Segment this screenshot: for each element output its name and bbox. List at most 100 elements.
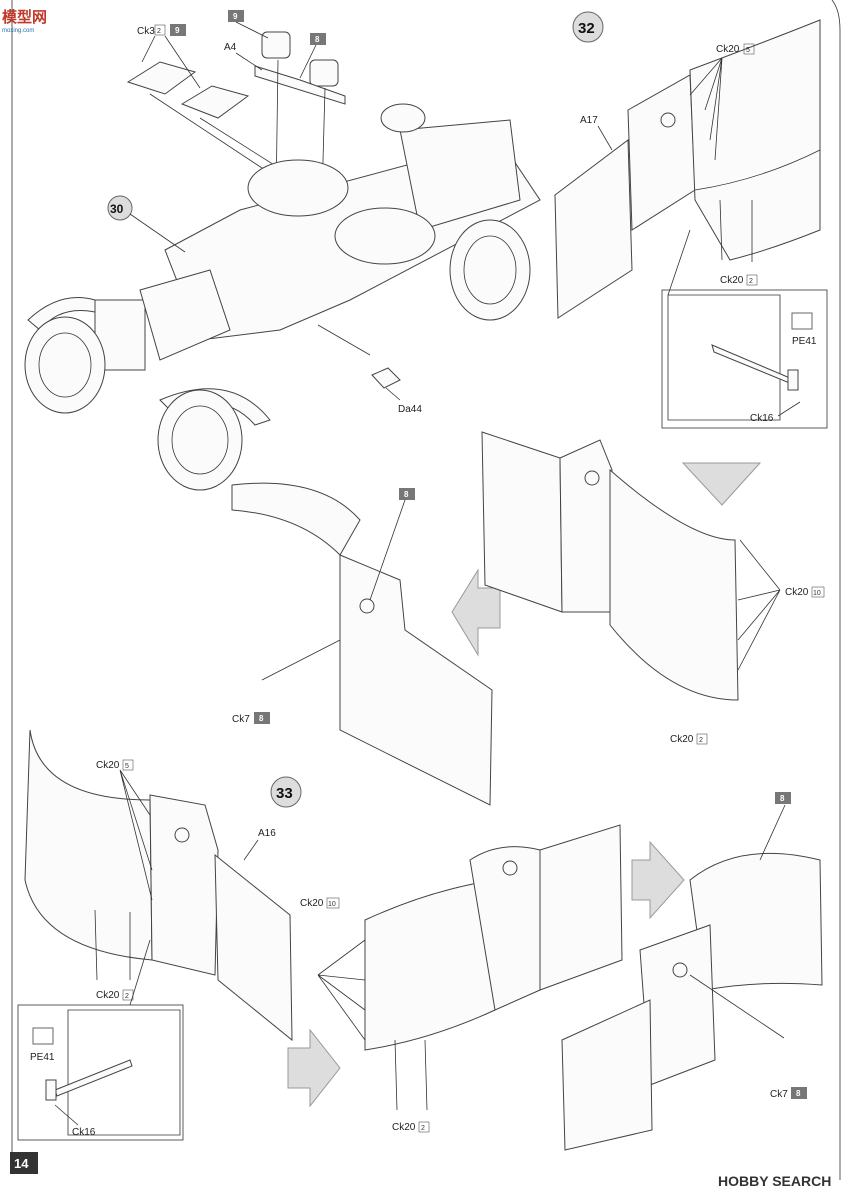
qty-ck3: 2 [157, 28, 161, 35]
step-30-assembly [24, 31, 541, 491]
panel-mid-flat [481, 431, 563, 613]
shell-33-middle [364, 879, 496, 1051]
paint-tag-seat [228, 10, 244, 22]
step-33-number: 33 [276, 785, 293, 802]
qty-box-33 [122, 759, 134, 771]
ck20-leads-33 [119, 769, 153, 901]
label-a17: A17 [580, 115, 598, 126]
paint-code-ck3: 9 [175, 26, 180, 35]
ck20-bottom-leads-32 [719, 199, 753, 262]
qty-mid: 10 [813, 590, 821, 597]
label-a16: A16 [258, 828, 276, 839]
label-pe41-33: PE41 [30, 1052, 55, 1063]
ck20-leads-32 [689, 57, 723, 161]
step-32-badge [572, 11, 604, 43]
step-32-assembly [554, 19, 821, 319]
label-ck20-33-middle-b: Ck20 [392, 1122, 416, 1133]
paint-tag-ck7-mid [254, 712, 270, 724]
hatch-33-right [672, 962, 688, 978]
page-number: 14 [14, 1156, 29, 1171]
paint-tag-33-right [775, 792, 791, 804]
pedal-label-lead [385, 387, 401, 401]
ck20-leads-mid [737, 539, 781, 671]
qty-box-32 [743, 43, 755, 55]
panel-33-middle [539, 824, 623, 991]
label-ck20-32: Ck20 [716, 44, 740, 55]
qty-box-mid [811, 586, 825, 598]
paint-code-seat: 9 [233, 12, 238, 21]
ck20-leads-33-middle [317, 939, 366, 1041]
step-32-number: 32 [578, 20, 595, 37]
label-ck20-mid-b: Ck20 [670, 734, 694, 745]
step-33-assembly [24, 729, 293, 1042]
paint-code-mid: 8 [404, 490, 409, 499]
pe41-bracket-32 [787, 369, 799, 391]
front-panel-33 [149, 794, 219, 976]
qty-box-mid-b [696, 733, 708, 745]
side-panel-a16 [214, 853, 293, 1042]
label-pe41-32: PE41 [792, 336, 817, 347]
hatch-32 [660, 112, 676, 128]
paint-code-ck7-mid: 8 [259, 714, 264, 723]
leads-left-mid [261, 499, 406, 681]
wheel-front-right-hub [171, 405, 229, 475]
logo-subtext: moxing.com [2, 28, 34, 34]
seat-pad-left [126, 61, 197, 95]
engine-block [139, 269, 231, 361]
hatch-33 [174, 827, 190, 843]
leads-33-right [689, 804, 786, 1039]
label-ck16-33: Ck16 [72, 1127, 96, 1138]
wheel-rear-right-hub [463, 235, 517, 305]
shell-seam-32 [694, 149, 821, 191]
wheel-front-right [157, 389, 243, 491]
label-ck16-32: Ck16 [750, 413, 774, 424]
qty-box-33-middle-b [418, 1121, 430, 1133]
front-panel-32 [627, 74, 696, 231]
arrow-right-upper [631, 840, 685, 920]
paint-tag-mid [399, 488, 415, 500]
label-a4: A4 [224, 42, 237, 53]
lead-lines-30 [149, 59, 326, 271]
detail-lead-33 [129, 939, 151, 1006]
photo-etch-icon-33 [32, 1027, 54, 1045]
a16-lead [243, 839, 259, 861]
back-tag-lead [299, 44, 317, 79]
arrow-down [681, 462, 762, 506]
ck16-lead-32 [777, 401, 801, 417]
a4-lead [235, 52, 263, 71]
panel-mid-front [559, 439, 613, 613]
qty-33-middle: 10 [328, 901, 336, 908]
seat-back-left [261, 31, 291, 59]
turntable-disc-front [247, 159, 349, 217]
paint-tag-ck7-33 [791, 1087, 807, 1099]
paint-tag-back [310, 33, 326, 45]
label-ck7-33: Ck7 [770, 1089, 788, 1100]
label-ck20-33: Ck20 [96, 760, 120, 771]
turntable-disc-rear [334, 207, 436, 265]
logo-text: 模型网 [2, 8, 47, 26]
detail-inset-33 [17, 1004, 184, 1141]
label-ck20-mid: Ck20 [785, 587, 809, 598]
panel-33-right [561, 999, 653, 1151]
wheel-front-left [24, 316, 106, 414]
detail-inset-32 [661, 289, 828, 429]
label-ck20-32b: Ck20 [720, 275, 744, 286]
paint-tag-ck3 [170, 24, 186, 36]
seat-tag-lead [235, 21, 269, 39]
qty-32b: 2 [749, 278, 753, 285]
step-30-number: 30 [110, 202, 124, 216]
qty-33-middle-b: 2 [421, 1125, 425, 1132]
paint-code-33-right: 8 [780, 794, 785, 803]
curved-shell-32 [689, 19, 821, 261]
seat-back-right [309, 59, 339, 87]
arrow-right-lower [287, 1028, 341, 1108]
paint-code-ck7-33: 8 [796, 1089, 801, 1098]
step-30-badge [107, 195, 133, 221]
wheel-front-left-hub [38, 332, 92, 398]
label-ck7-mid: Ck7 [232, 714, 250, 725]
a17-lead [597, 125, 613, 151]
qty-mid-b: 2 [699, 737, 703, 744]
photo-etch-icon-32 [791, 312, 813, 330]
pedal-lead [317, 324, 371, 356]
